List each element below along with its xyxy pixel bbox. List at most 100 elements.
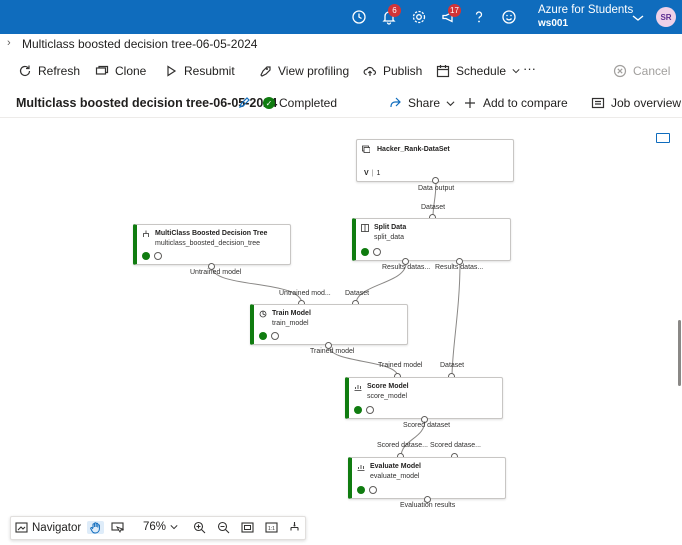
output-port[interactable] (402, 258, 409, 265)
actual-size-button[interactable]: 1:1 (265, 521, 278, 534)
pencil-icon[interactable] (238, 96, 251, 114)
node-title: Split Data (374, 224, 407, 231)
cancel-button[interactable]: Cancel (613, 64, 670, 78)
pan-tool-button[interactable] (87, 521, 104, 534)
chevron-right-icon[interactable]: › (7, 37, 11, 49)
avatar[interactable]: SR (656, 7, 676, 27)
notification-badge: 6 (388, 4, 401, 17)
zoom-out-button[interactable] (217, 521, 230, 534)
navigator-icon (15, 522, 28, 533)
output-port[interactable] (421, 416, 428, 423)
navigator-label: Navigator (32, 521, 82, 534)
zoom-dropdown[interactable]: 76% (143, 521, 178, 533)
port-label: Dataset (421, 204, 446, 211)
more-button[interactable]: ··· (523, 61, 536, 76)
edge-mcbdt-train (211, 266, 303, 305)
dataset-node[interactable]: Hacker_Rank-DataSet V | 1 (356, 139, 514, 182)
score-icon (354, 385, 362, 391)
fit-to-screen-button[interactable] (241, 521, 254, 534)
edge-split-score (451, 262, 461, 378)
tree-icon (143, 230, 149, 237)
train-model-node[interactable]: Train Model train_model (250, 304, 408, 345)
fit-screen-icon (241, 522, 254, 533)
help-icon[interactable] (469, 7, 489, 27)
edge-split-train (355, 262, 407, 305)
port-label: Trained model (310, 348, 355, 355)
smiley-icon[interactable] (499, 7, 519, 27)
evaluate-model-node[interactable]: Evaluate Model evaluate_model (348, 457, 506, 499)
output-port[interactable] (325, 342, 332, 349)
node-subtitle: multiclass_boosted_decision_tree (155, 240, 261, 247)
cloud-upload-icon (363, 66, 377, 76)
bell-icon[interactable]: 6 (379, 4, 401, 27)
actual-size-icon: 1:1 (265, 522, 278, 533)
clock-icon[interactable] (349, 7, 369, 27)
refresh-icon (19, 65, 31, 77)
refresh-label: Refresh (38, 64, 81, 78)
pipeline-canvas[interactable]: Hacker_Rank-DataSet V | 1 Data output Da… (0, 119, 682, 545)
success-icon (354, 406, 362, 414)
schedule-button[interactable]: Schedule (436, 64, 520, 78)
node-title: Hacker_Rank-DataSet (377, 146, 450, 153)
output-port[interactable] (424, 496, 431, 503)
feedback-badge: 17 (448, 4, 461, 17)
pointer-screen-icon (111, 522, 124, 534)
clone-button[interactable]: Clone (95, 64, 146, 78)
mcbdt-node[interactable]: MultiClass Boosted Decision Tree multicl… (133, 224, 291, 265)
node-subtitle: train_model (272, 320, 309, 327)
share-button[interactable]: Share (388, 96, 455, 110)
output-port[interactable] (456, 258, 463, 265)
node-title: Score Model (367, 383, 409, 390)
share-icon (390, 97, 401, 107)
node-subtitle: evaluate_model (370, 473, 420, 480)
node-status (142, 252, 162, 260)
node-title: Train Model (272, 310, 311, 317)
cache-icon (369, 486, 377, 494)
version-number: 1 (376, 170, 381, 177)
publish-button[interactable]: Publish (363, 64, 422, 78)
zoom-in-icon (193, 521, 206, 534)
node-subtitle: split_data (374, 234, 404, 241)
select-tool-button[interactable] (111, 521, 124, 534)
add-icon (465, 98, 475, 108)
success-icon (259, 332, 267, 340)
job-overview-button[interactable]: Job overview (591, 96, 681, 110)
port-label: Scored datase... (377, 442, 428, 449)
add-to-compare-button[interactable]: Add to compare (463, 96, 568, 110)
output-port[interactable] (208, 263, 215, 270)
gear-icon[interactable] (409, 7, 429, 27)
cancel-label: Cancel (633, 64, 671, 78)
status-label: Completed (279, 96, 338, 110)
page-title: Multiclass boosted decision tree-06-05-2… (16, 96, 278, 110)
collapse-panel-icon[interactable] (656, 133, 670, 143)
share-label: Share (408, 96, 441, 110)
account-switcher[interactable]: Azure for Students ws001 (538, 4, 633, 30)
cache-icon (154, 252, 162, 260)
edge-score-evaluate (400, 419, 426, 458)
navigator-button[interactable]: Navigator (15, 521, 81, 534)
port-label: Evaluation results (400, 502, 456, 509)
port-label: Dataset (345, 290, 370, 297)
megaphone-icon[interactable]: 17 (439, 4, 461, 27)
chevron-down-icon[interactable] (632, 10, 644, 28)
output-port[interactable] (432, 177, 439, 184)
calendar-icon (436, 65, 450, 78)
zoom-in-button[interactable] (193, 521, 206, 534)
job-overview-label: Job overview (611, 96, 682, 110)
port-label: Results datas... (382, 264, 431, 271)
breadcrumb-item[interactable]: Multiclass boosted decision tree-06-05-2… (22, 37, 258, 51)
split-data-node[interactable]: Split Data split_data (352, 218, 511, 261)
resubmit-button[interactable]: Resubmit (164, 64, 235, 78)
breadcrumb: › Multiclass boosted decision tree-06-05… (0, 34, 682, 54)
split-icon (361, 224, 369, 232)
vertical-scrollbar[interactable] (678, 320, 681, 386)
cache-icon (366, 406, 374, 414)
refresh-button[interactable]: Refresh (18, 64, 80, 78)
node-title: MultiClass Boosted Decision Tree (155, 230, 268, 237)
node-subtitle: score_model (367, 393, 408, 400)
version-selector[interactable]: V | 1 (364, 170, 380, 177)
score-model-node[interactable]: Score Model score_model (345, 377, 503, 419)
chevron-down-icon (512, 69, 520, 74)
view-profiling-button[interactable]: View profiling (258, 64, 349, 78)
auto-layout-button[interactable] (288, 521, 301, 534)
